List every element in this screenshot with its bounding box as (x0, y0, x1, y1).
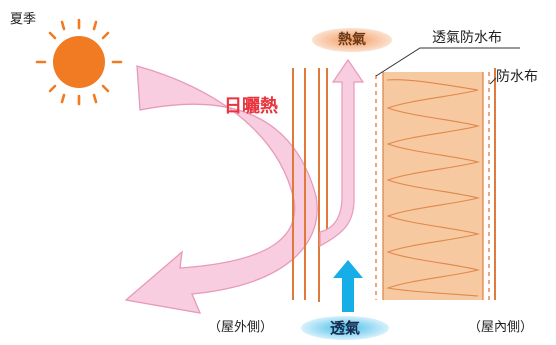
sun-icon (35, 18, 123, 106)
waterproof-sheet-label: 防水布 (496, 69, 538, 85)
intake-arrow (333, 260, 363, 312)
breathable-membrane-label: 透氣防水布 (432, 30, 502, 46)
leader-lines (375, 47, 520, 85)
exhaust-oval (312, 28, 392, 52)
season-label: 夏季 (10, 12, 37, 27)
outdoor-side-label: （屋外側） (208, 320, 274, 335)
indoor-side-label: （屋內側） (468, 320, 534, 335)
solar-heat-arrow (124, 65, 318, 314)
solar-heat-label: 日曬熱 (224, 96, 278, 117)
air-cavity-wall (318, 68, 328, 302)
exhaust-air-label: 熱氣 (338, 32, 366, 48)
intake-oval (301, 316, 389, 340)
insulation-layer (382, 72, 484, 300)
airflow-heat-arrow (319, 58, 365, 248)
exterior-cladding (292, 68, 306, 300)
intake-air-label: 透氣 (329, 319, 360, 337)
